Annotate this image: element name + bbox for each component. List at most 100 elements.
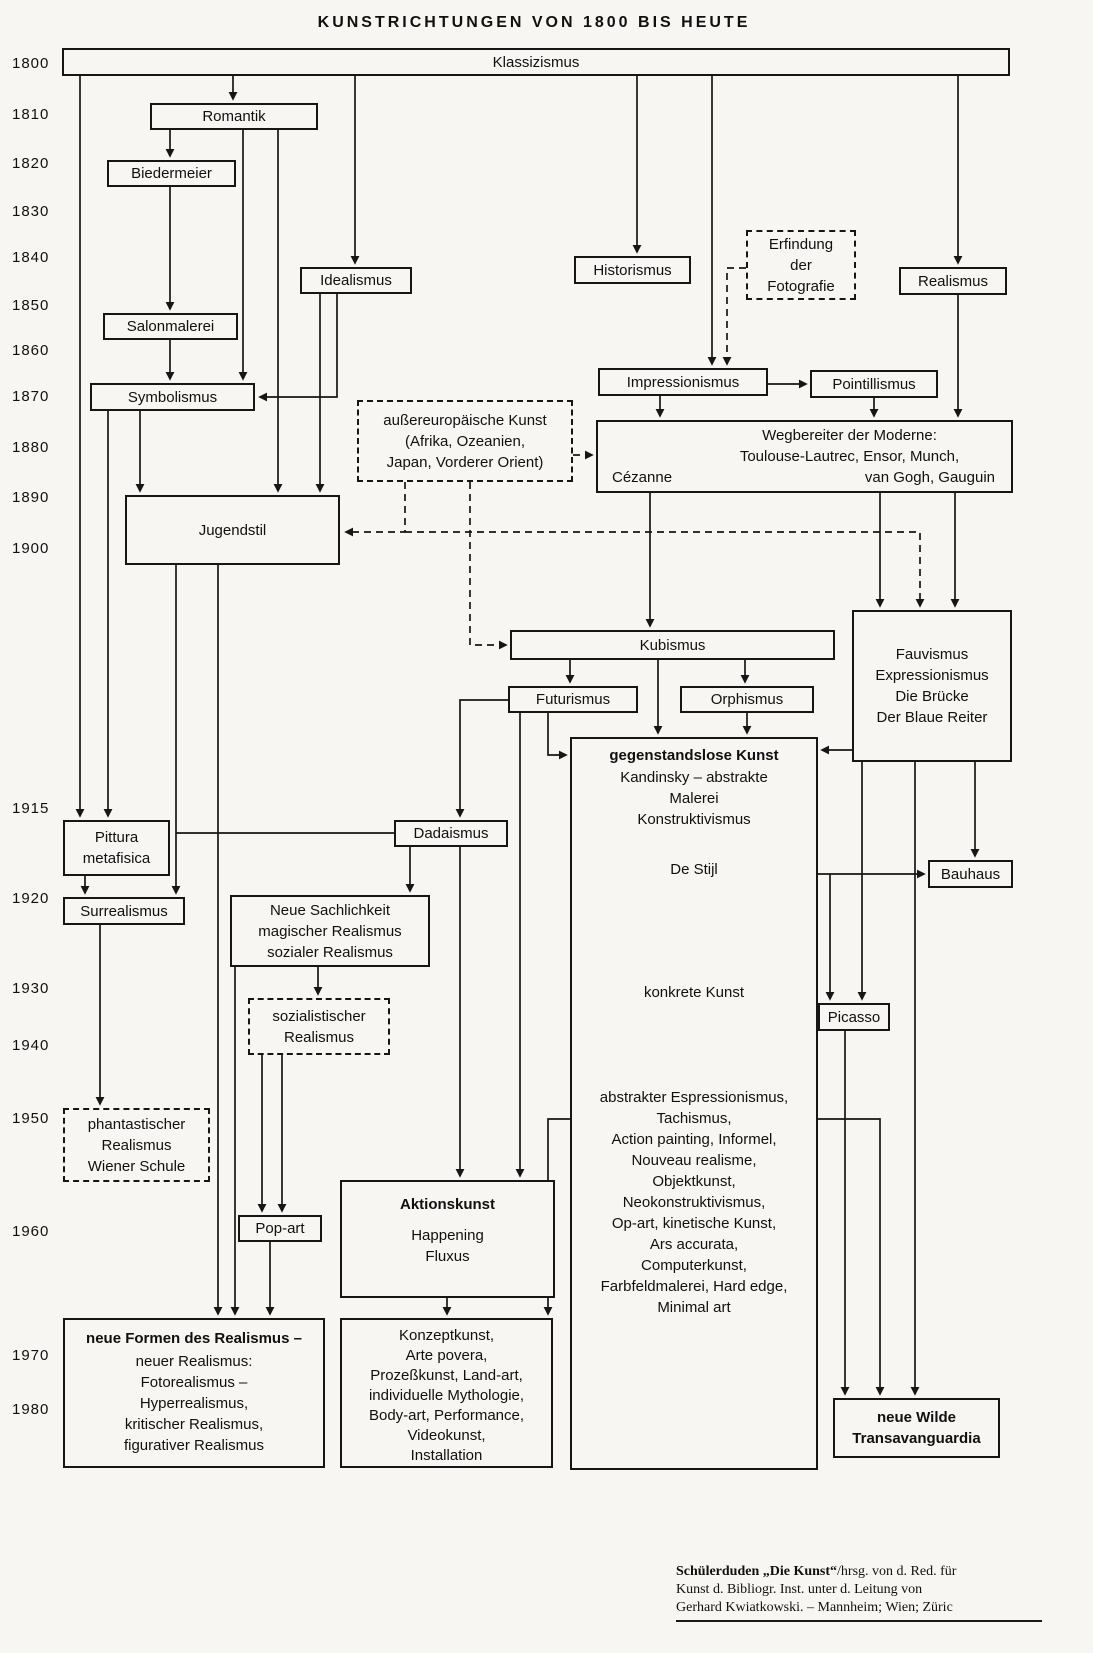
node-line: Fauvismus	[895, 646, 969, 663]
node-fauvismus-expressionismus: Fauvismus Expressionismus Die Brücke Der…	[852, 610, 1012, 762]
node-line: Action painting, Informel,	[611, 1131, 777, 1148]
year-1900: 1900	[12, 540, 50, 557]
node-line: Installation	[410, 1447, 483, 1464]
year-1920: 1920	[12, 890, 50, 907]
diagram-title: KUNSTRICHTUNGEN VON 1800 BIS HEUTE	[317, 14, 751, 31]
node-line: Fotografie	[767, 277, 835, 295]
node-idealismus: Idealismus	[300, 267, 412, 294]
arrow-aussereuropaeisch-jugendstil	[344, 482, 406, 537]
year-1850: 1850	[12, 297, 50, 314]
node-line: Op-art, kinetische Kunst,	[611, 1215, 777, 1232]
node-pop-art: Pop-art	[238, 1215, 322, 1242]
year-1830: 1830	[12, 203, 50, 220]
node-de-stijl: De Stijl	[670, 861, 718, 878]
caption-line: Schülerduden „Die Kunst“/hrsg. von d. Re…	[676, 1563, 1056, 1581]
node-line: Konzeptkunst,	[398, 1327, 495, 1344]
node-klassizismus: Klassizismus	[62, 48, 1010, 76]
node-aussereuropaeische-kunst: außereuropäische Kunst (Afrika, Ozeanien…	[357, 400, 573, 482]
node-line: Objektkunst,	[652, 1173, 736, 1190]
node-line: Konstruktivismus	[637, 811, 751, 828]
node-erfindung-der-fotografie: Erfindung der Fotografie	[746, 230, 856, 300]
node-line: metafisica	[82, 850, 151, 867]
node-line: individuelle Mythologie,	[368, 1387, 525, 1404]
node-line: Minimal art	[657, 1299, 731, 1316]
node-title: neue Formen des Realismus –	[86, 1330, 302, 1347]
node-pointillismus: Pointillismus	[810, 370, 938, 398]
node-gegenstandslose-kunst: gegenstandslose Kunst Kandinsky – abstra…	[570, 737, 818, 1470]
arrow-futurismus-dadaismus	[455, 699, 508, 818]
node-line: Fotorealismus –	[140, 1374, 248, 1391]
node-pittura-metafisica: Pittura metafisica	[63, 820, 170, 876]
node-line-left: Cézanne	[612, 469, 673, 486]
node-jugendstil: Jugendstil	[125, 495, 340, 565]
node-line: Tachismus,	[656, 1110, 732, 1127]
node-line: Cézanne van Gogh, Gauguin	[598, 467, 1011, 488]
node-line: magischer Realismus	[258, 922, 402, 940]
node-line: Realismus	[283, 1028, 355, 1046]
node-line: Expressionismus	[875, 667, 989, 684]
node-impressionismus: Impressionismus	[598, 368, 768, 396]
node-bauhaus: Bauhaus	[928, 860, 1013, 888]
node-title: Aktionskunst	[399, 1196, 495, 1213]
node-neue-formen-des-realismus: neue Formen des Realismus – neuer Realis…	[63, 1318, 325, 1468]
caption-line: Kunst d. Bibliogr. Inst. unter d. Leitun…	[676, 1582, 923, 1597]
node-line: kritischer Realismus,	[124, 1416, 264, 1433]
year-1950: 1950	[12, 1110, 50, 1127]
year-1800: 1800	[12, 55, 50, 72]
year-1915: 1915	[12, 800, 50, 817]
node-futurismus: Futurismus	[508, 686, 638, 713]
node-line: (Afrika, Ozeanien,	[404, 432, 526, 450]
node-sozialistischer-realismus: sozialistischer Realismus	[248, 998, 390, 1055]
node-line: Toulouse-Lautrec, Ensor, Munch,	[739, 448, 960, 465]
node-line: Wegbereiter der Moderne:	[762, 427, 937, 444]
node-romantik: Romantik	[150, 103, 318, 130]
node-konzeptkunst-gruppe: Konzeptkunst, Arte povera, Prozeßkunst, …	[340, 1318, 553, 1468]
node-line: Prozeßkunst, Land-art,	[370, 1367, 523, 1384]
node-line: Wiener Schule	[87, 1157, 186, 1175]
node-line: Neokonstruktivismus,	[622, 1194, 766, 1211]
node-salonmalerei: Salonmalerei	[103, 313, 238, 340]
node-line: sozialer Realismus	[267, 943, 393, 961]
year-1940: 1940	[12, 1037, 50, 1054]
arrow-futurismus-gegenstandslose	[547, 713, 568, 760]
node-line: Pittura	[94, 829, 139, 846]
node-line: Body-art, Performance,	[368, 1407, 525, 1424]
node-line: Farbfeldmalerei, Hard edge,	[600, 1278, 788, 1295]
year-1810: 1810	[12, 106, 50, 123]
arrow-gegenstandslose-neue-wilde	[818, 1118, 885, 1396]
node-line: Transavanguardia	[852, 1430, 981, 1447]
year-1980: 1980	[12, 1401, 50, 1418]
node-line: neue Wilde	[876, 1409, 957, 1426]
caption-rest: /hrsg. von d. Red. für	[837, 1564, 957, 1579]
node-line: Japan, Vorderer Orient)	[386, 453, 544, 471]
node-line: Malerei	[669, 790, 719, 807]
node-aktionskunst: Aktionskunst Happening Fluxus	[340, 1180, 555, 1298]
year-1840: 1840	[12, 249, 50, 266]
node-neue-sachlichkeit: Neue Sachlichkeit magischer Realismus so…	[230, 895, 430, 967]
node-dadaismus: Dadaismus	[394, 820, 508, 847]
source-caption: Schülerduden „Die Kunst“/hrsg. von d. Re…	[676, 1563, 1056, 1617]
node-line: Der Blaue Reiter	[876, 709, 988, 726]
year-1870: 1870	[12, 388, 50, 405]
arrow-idealismus-symbolismus	[258, 294, 338, 402]
node-historismus: Historismus	[574, 256, 691, 284]
node-wegbereiter-der-moderne: Wegbereiter der Moderne: Toulouse-Lautre…	[596, 420, 1013, 493]
arrow-aussereuropaeisch-kubismus	[469, 482, 508, 650]
caption-line: Gerhard Kwiatkowski. – Mannheim; Wien; Z…	[676, 1600, 953, 1615]
year-1930: 1930	[12, 980, 50, 997]
node-neue-wilde-transavanguardia: neue Wilde Transavanguardia	[833, 1398, 1000, 1458]
node-line: Arte povera,	[405, 1347, 488, 1364]
node-kubismus: Kubismus	[510, 630, 835, 660]
node-line: figurativer Realismus	[123, 1437, 265, 1454]
year-1820: 1820	[12, 155, 50, 172]
node-line-right: van Gogh, Gauguin	[864, 469, 995, 486]
caption-bold: Schülerduden „Die Kunst“	[676, 1564, 838, 1579]
arrow-fotografie-impressionismus	[722, 267, 746, 366]
node-line: Kandinsky – abstrakte	[620, 769, 768, 786]
node-orphismus: Orphismus	[680, 686, 814, 713]
node-line: der	[790, 256, 812, 274]
node-konkrete-kunst: konkrete Kunst	[643, 984, 745, 1001]
node-line: Hyperrealismus,	[139, 1395, 249, 1412]
node-line: sozialistischer	[272, 1007, 366, 1025]
